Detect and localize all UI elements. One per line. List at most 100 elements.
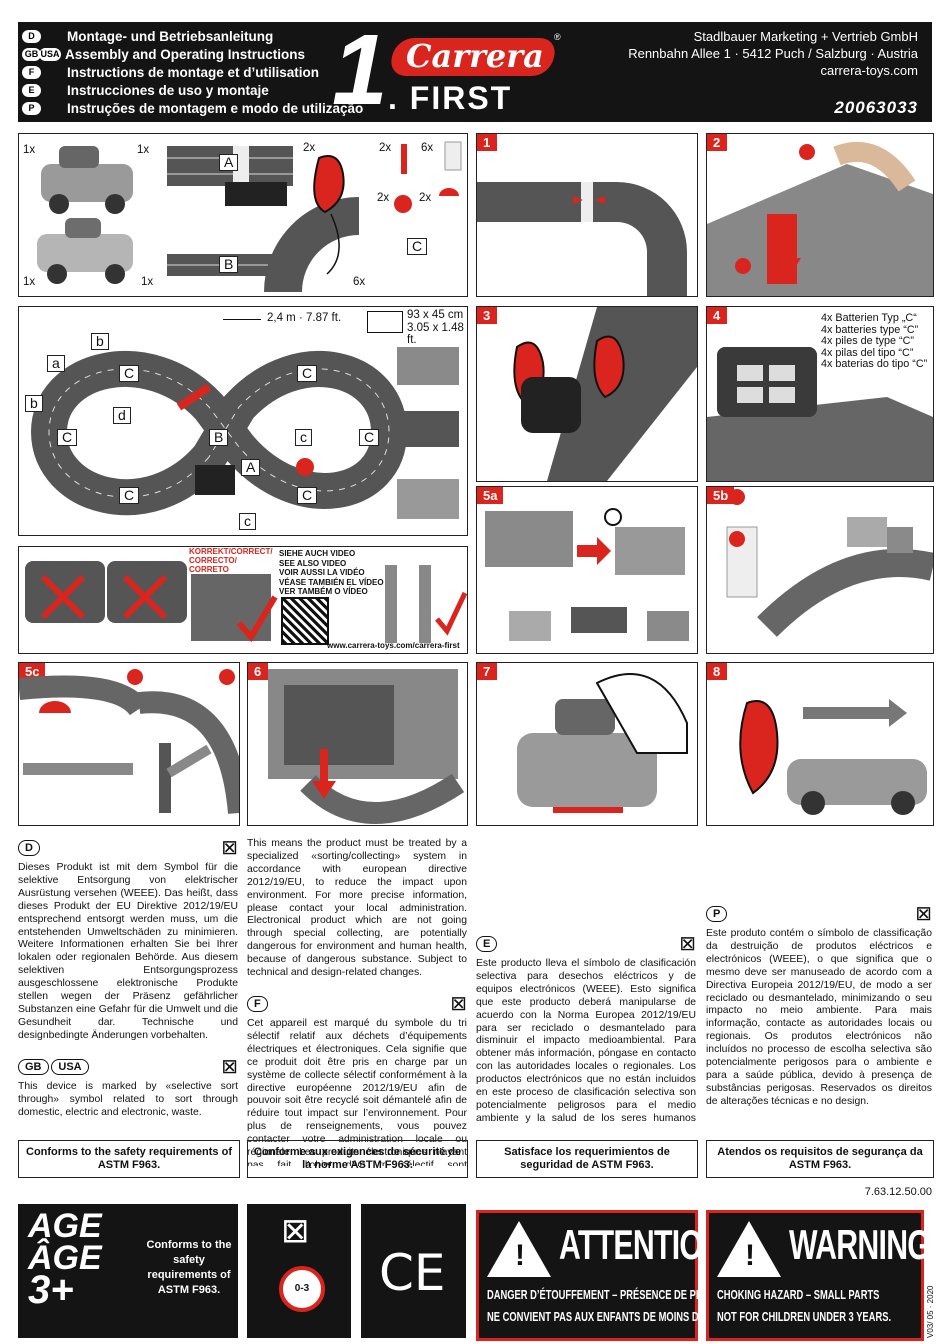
lang-title: Instrucciones de uso y montaje [67, 83, 269, 98]
article-number: 20063033 [834, 98, 918, 117]
guide-keel-panel: KORREKT/CORRECT/ CORRECTO/ CORRETO SIEHE… [18, 546, 468, 654]
lang-title: Montage- und Betriebsanleitung [67, 29, 274, 44]
video-url[interactable]: www.carrera-toys.com/carrera-first [327, 641, 460, 650]
qty-label: 2x [303, 142, 316, 154]
weee-bin-icon: ⊠ [915, 903, 932, 925]
track-label: C [359, 429, 380, 446]
step-number: 3 [477, 307, 497, 324]
layout-size-ft: 3.05 x 1.48 ft. [407, 322, 464, 346]
video-hint: SIEHE AUCH VIDEO SEE ALSO VIDEO VOIR AUS… [279, 549, 384, 597]
lang-row-p: P Instruções de montagem e modo de utili… [22, 100, 363, 117]
track-label: C [297, 365, 318, 382]
qr-code-icon[interactable] [281, 597, 329, 645]
exclamation-icon: ! [745, 1239, 755, 1272]
qty-label: 6x [353, 276, 366, 288]
controller-connect-illustration [513, 307, 697, 481]
step-5a-panel: 5a [476, 486, 698, 654]
header-bar: D Montage- und Betriebsanleitung GB USA … [18, 20, 932, 122]
keel-comparison-illustration [25, 561, 467, 643]
lang-badge: GB [22, 48, 41, 61]
sticker-label: b [91, 333, 109, 350]
weee-bin-icon: ⊠ [450, 992, 467, 1015]
lang-row-f: F Instructions de montage et d’utilisati… [22, 64, 319, 81]
age-conforms: Conforms to the safety requirements of A… [146, 1239, 232, 1296]
text-p: Este produto contém o símbolo de classif… [706, 928, 932, 1107]
track-label: A [241, 459, 261, 476]
length-line [223, 319, 261, 320]
lang-badge: F [22, 66, 41, 79]
video-line: VER TAMBÉM O VÍDEO [279, 587, 368, 596]
step-8-panel: 8 [706, 662, 934, 826]
warning-line: CHOKING HAZARD – SMALL PARTS [717, 1287, 880, 1302]
step-number: 7 [477, 663, 497, 680]
qty-label: 1x [23, 276, 36, 288]
layout-panel: 2,4 m · 7.87 ft. 93 x 45 cm 3.05 x 1.48 … [18, 306, 468, 536]
video-line: SEE ALSO VIDEO [279, 558, 347, 568]
battery-insert-illustration [707, 347, 933, 481]
lang-badge-d: D [18, 840, 40, 856]
lang-title: Assembly and Operating Instructions [65, 47, 306, 62]
qty-label: 1x [23, 144, 36, 156]
text-gb-cont: This means the product must be treated b… [247, 838, 467, 979]
ce-mark-icon: CE [379, 1244, 446, 1302]
lang-badge: E [22, 84, 41, 97]
document-code: 7.63.12.50.00 [864, 1186, 932, 1198]
step-5c-panel: 5c [18, 662, 240, 826]
layout-size-cm: 93 x 45 cm [407, 309, 464, 321]
sticker-label: a [47, 355, 65, 372]
attention-line: NE CONVIENT PAS AUX ENFANTS DE MOINS DE … [487, 1309, 738, 1324]
warning-box: ! WARNING: CHOKING HAZARD – SMALL PARTS … [706, 1210, 940, 1341]
company-line: carrera-toys.com [820, 63, 918, 78]
lang-badge-p: P [706, 906, 728, 922]
lang-badge: P [22, 102, 41, 115]
carrera-first-logo: 1 Carrera ® . FIRST [330, 20, 561, 120]
weee-bin-icon: ⊠ [221, 837, 238, 859]
exclamation-icon: ! [515, 1239, 525, 1272]
text-f-part1: Cet appareil est marqué du symbole du tr… [247, 1017, 467, 1166]
company-address: Stadlbauer Marketing + Vertrieb GmbH Ren… [628, 28, 918, 79]
video-line: VOIR AUSSI LA VIDÉO [279, 568, 365, 577]
step-number: 5c [19, 663, 46, 680]
step-5b-panel: 5b [706, 486, 934, 654]
step-number: 4 [707, 307, 727, 324]
attention-line: DANGER D’ÉTOUFFEMENT – PRÉSENCE DE PETIT… [487, 1287, 766, 1302]
text-column-1: D ⊠ Dieses Produkt ist mit dem Symbol fü… [18, 838, 238, 1119]
attention-box: ! ATTENTION: DANGER D’ÉTOUFFEMENT – PRÉS… [476, 1210, 766, 1341]
figure-eight-layout [30, 347, 459, 519]
step-number: 6 [248, 663, 268, 680]
qty-label: 2x [379, 142, 392, 154]
step-4-panel: 4 4x Batterien Typ „C“ 4x batteries type… [706, 306, 934, 482]
video-line: VÉASE TAMBIÉN EL VÍDEO [279, 577, 384, 587]
warning-line: NOT FOR CHILDREN UNDER 3 YEARS. [717, 1309, 892, 1324]
text-column-3: E ⊠ Este producto lleva el símbolo de cl… [476, 838, 696, 1124]
weee-age-box: ⊠ 0-3 [247, 1204, 351, 1338]
company-line: Stadlbauer Marketing + Vertrieb GmbH [693, 29, 918, 44]
lang-title: Instruções de montagem e modo de utiliza… [67, 101, 364, 116]
correct-header: KORREKT/CORRECT/ CORRECTO/ CORRETO [189, 547, 273, 574]
age-restriction-icon: 0-3 [279, 1266, 325, 1312]
step-number: 5a [477, 487, 504, 504]
weee-bin-icon: ⊠ [221, 1055, 238, 1078]
text-e-part1: Este producto lleva el símbolo de clasif… [476, 958, 696, 1124]
attention-title: ATTENTION: [559, 1221, 733, 1268]
qty-label: 2x [377, 192, 390, 204]
conformity-box: Atendos os requisitos de segurança da AS… [706, 1140, 934, 1178]
sticker-label: b [25, 395, 43, 412]
sticker-label: d [113, 407, 131, 424]
track-label: A [219, 154, 239, 171]
qty-label: 1x [137, 144, 150, 156]
lang-row-e: E Instrucciones de uso y montaje [22, 82, 269, 99]
qty-label: 1x [141, 276, 154, 288]
track-label: C [57, 429, 78, 446]
battery-line: 4x pilas del tipo “C” [821, 346, 914, 359]
lang-row-gb: GB USA Assembly and Operating Instructio… [22, 46, 305, 63]
battery-line: 4x piles de type “C” [821, 335, 915, 347]
weee-bin-icon: ⊠ [679, 933, 696, 955]
step-3-panel: 3 [476, 306, 698, 482]
step-number: 5b [707, 487, 735, 504]
text-column-2: This means the product must be treated b… [247, 838, 467, 1166]
logo-first-text: . FIRST [388, 80, 513, 116]
age-box: AGE ÂGE 3+ Conforms to the safety requir… [18, 1204, 238, 1338]
track-label: B [219, 256, 239, 273]
track-label: B [209, 429, 229, 446]
